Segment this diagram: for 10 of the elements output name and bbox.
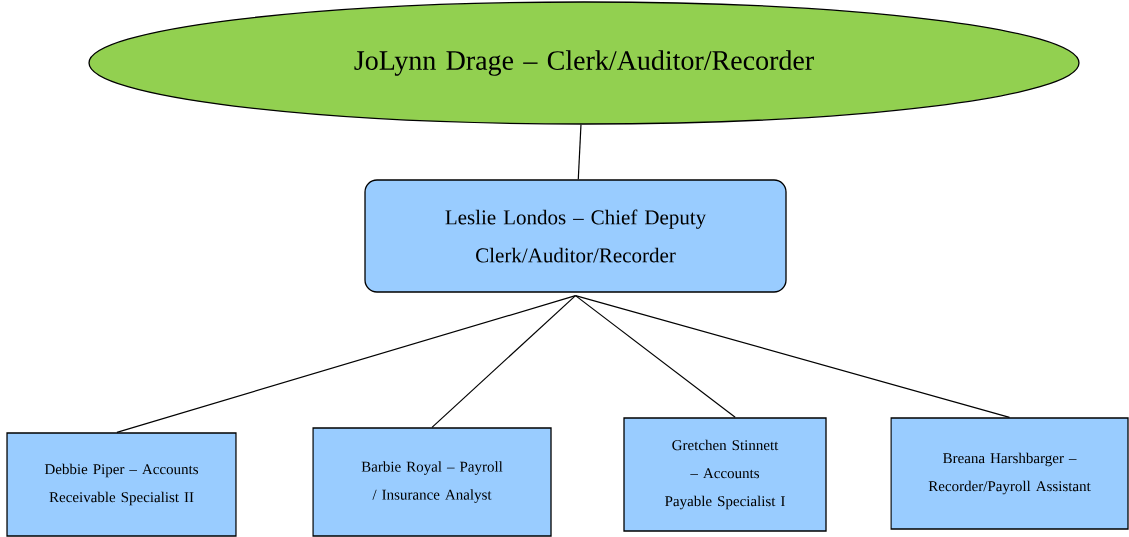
connector-line (574, 295, 736, 418)
deputy-box: Leslie Londos – Chief Deputy Clerk/Auditor/Recorder (364, 179, 787, 293)
connector-line (431, 295, 577, 428)
staff-box: Breana Harshbarger – Recorder/Payroll Assistant (890, 417, 1129, 530)
connector-line (116, 295, 577, 433)
connector-line (574, 295, 1011, 418)
staff-box: Debbie Piper – Accounts Receivable Specialist II (6, 432, 237, 537)
connector-line (577, 124, 582, 180)
staff-box: Barbie Royal – Payroll / Insurance Analyst (312, 427, 552, 537)
staff-box: Gretchen Stinnett – Accounts Payable Specialist I (623, 417, 827, 532)
